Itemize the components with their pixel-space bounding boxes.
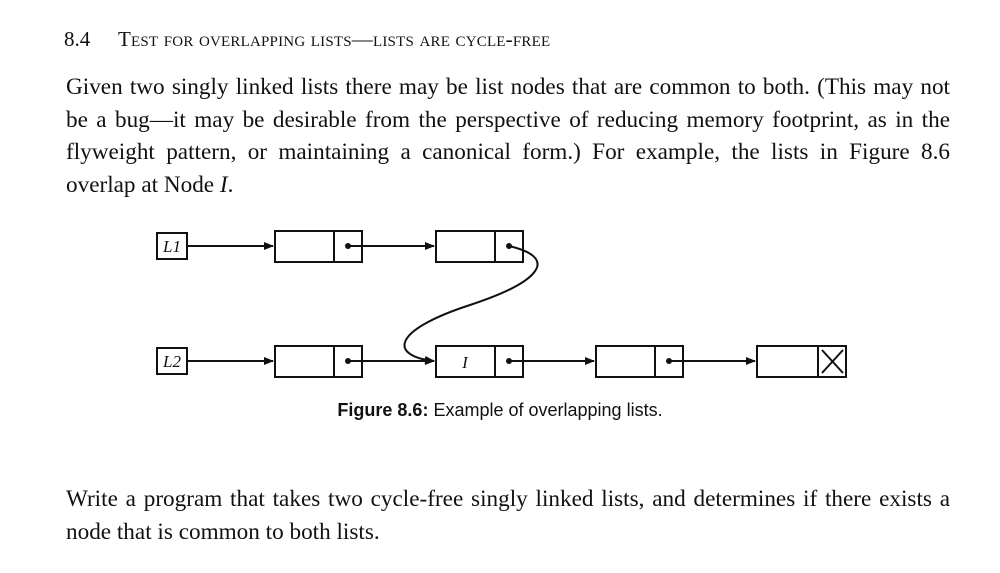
intro-end: . [227,171,234,198]
arrow-list1-to-shared-node [403,245,539,364]
shared-node-label: I [461,353,469,372]
caption-label: Figure 8.6: [337,400,429,420]
list2-node-1 [274,345,363,378]
prompt-paragraph: Write a program that takes two cycle-fre… [66,486,950,545]
section-title: Test for overlapping lists—lists are cyc… [118,27,551,51]
list1-head-box [156,232,188,260]
intro-text: Given two singly linked lists there may … [66,74,950,198]
intro-node-reference: I [219,171,228,198]
figure-caption: Figure 8.6: Example of overlapping lists… [0,398,1000,422]
pointer-dot [666,358,672,364]
caption-text: Example of overlapping lists. [428,400,663,420]
pointer-dot [506,243,512,249]
pointer-dot [345,243,351,249]
list2-label: L2 [162,352,181,371]
section-number: 8.4 [64,27,91,51]
list1-label: L1 [162,237,181,256]
intro-paragraph: Given two singly linked lists there may … [66,71,950,201]
section-heading: 8.4 Test for overlapping lists—lists are … [64,26,550,52]
pointer-dot [345,358,351,364]
pointer-dot [506,358,512,364]
